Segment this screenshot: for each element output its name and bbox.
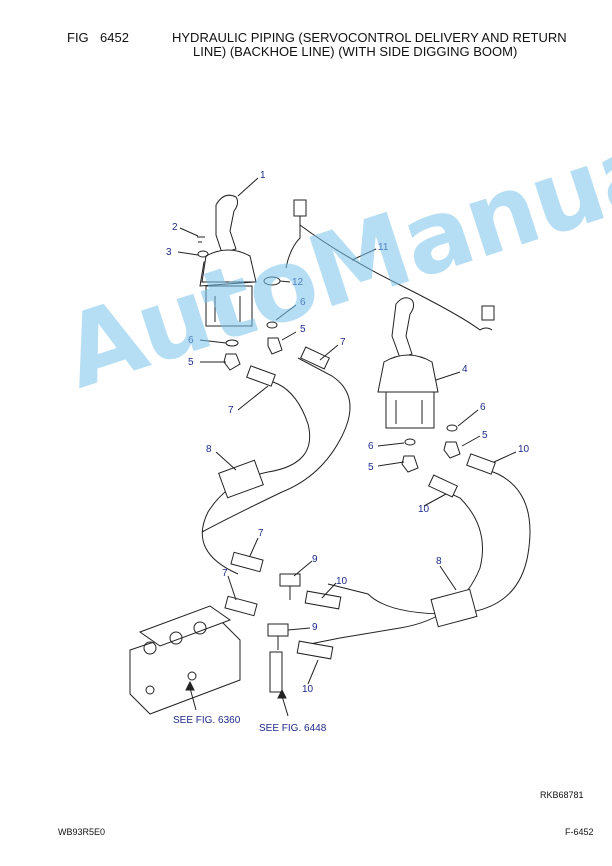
callout-7: 7	[340, 337, 346, 348]
title-line-2: LINE) (BACKHOE LINE) (WITH SIDE DIGGING …	[193, 44, 518, 59]
fig-number: 6452	[100, 30, 129, 45]
callout-9: 9	[312, 622, 318, 633]
callout-labels: 1 2 3 4 5 5 5 5 6 6 6 6 7 7 7 7 8 8 9 9 …	[166, 170, 530, 734]
right-joystick	[377, 297, 439, 429]
see-fig-6448: SEE FIG. 6448	[259, 723, 327, 734]
line-art	[129, 177, 531, 717]
drawing-code: RKB68781	[540, 790, 584, 800]
callout-6: 6	[188, 335, 194, 346]
callout-7: 7	[258, 528, 264, 539]
see-fig-6360: SEE FIG. 6360	[173, 715, 241, 726]
callout-5: 5	[368, 462, 374, 473]
callout-10: 10	[418, 504, 430, 515]
callout-1: 1	[260, 170, 266, 181]
callout-5: 5	[188, 357, 194, 368]
callout-12: 12	[292, 277, 304, 288]
title-line-1: HYDRAULIC PIPING (SERVOCONTROL DELIVERY …	[172, 30, 567, 45]
washer	[197, 250, 209, 258]
callout-2: 2	[172, 222, 178, 233]
connector	[293, 199, 307, 217]
callout-6: 6	[480, 402, 486, 413]
left-joystick	[199, 194, 257, 327]
callout-10: 10	[302, 684, 314, 695]
callout-10: 10	[518, 444, 530, 455]
fig-label: FIG	[67, 30, 89, 45]
callout-5: 5	[482, 430, 488, 441]
callout-6: 6	[368, 441, 374, 452]
wire-harness	[285, 206, 493, 331]
callout-6: 6	[300, 297, 306, 308]
connector	[481, 305, 495, 321]
callout-11: 11	[378, 242, 389, 253]
footer-page: F-6452	[565, 827, 594, 837]
callout-8: 8	[206, 444, 212, 455]
footer-model: WB93R5E0	[58, 827, 106, 837]
callout-8: 8	[436, 556, 442, 567]
callout-7: 7	[228, 405, 234, 416]
callout-5: 5	[300, 324, 306, 335]
valve-block	[129, 605, 241, 715]
callout-3: 3	[166, 247, 172, 258]
callout-9: 9	[312, 554, 318, 565]
callout-7: 7	[222, 568, 228, 579]
screw	[197, 236, 205, 243]
callout-4: 4	[462, 364, 468, 375]
callout-10: 10	[336, 576, 348, 587]
